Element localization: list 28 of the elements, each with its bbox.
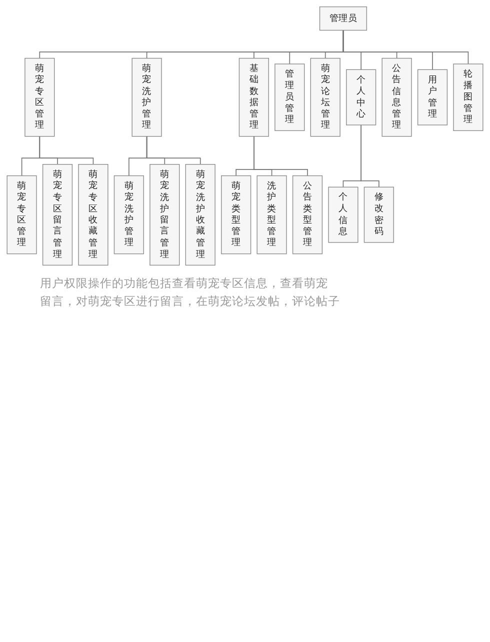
node-box: 管理员 [319,6,368,31]
node-box: 萌宠专区管理 [6,175,37,254]
connector [254,136,308,176]
node-box: 管理员管理 [274,64,305,131]
node-box: 个人信息 [328,186,358,243]
node-box: 萌宠专区留言管理 [42,164,73,266]
node-box: 萌宠专区收藏管理 [78,164,108,266]
node-box: 基础数据管理 [238,58,269,137]
node-box: 萌宠类型管理 [221,175,252,254]
node-box: 用户管理 [417,69,448,126]
node-box: 萌宠洗护管理 [114,175,144,254]
node-box: 萌宠洗护收藏管理 [185,164,216,266]
node-box: 轮播图管理 [453,64,484,131]
node-box: 公告类型管理 [292,175,323,254]
paragraph-text: 留言，对萌宠专区进行留言，在萌宠论坛发帖，评论帖子 [40,294,341,309]
node-box: 洗护类型管理 [256,175,287,254]
node-box: 萌宠洗护管理 [132,58,162,137]
node-box: 萌宠专区管理 [24,58,55,137]
node-box: 修改密码 [364,186,394,243]
node-box: 萌宠论坛管理 [310,58,340,137]
paragraph-text: 用户权限操作的功能包括查看萌宠专区信息，查看萌宠 [40,276,329,291]
connector [360,124,380,188]
node-box: 公告信息管理 [382,58,412,137]
connector [342,30,469,64]
node-box: 萌宠洗护留言管理 [150,164,180,266]
connector [146,136,201,165]
connector [39,136,94,165]
node-box: 个人中心 [346,69,376,126]
